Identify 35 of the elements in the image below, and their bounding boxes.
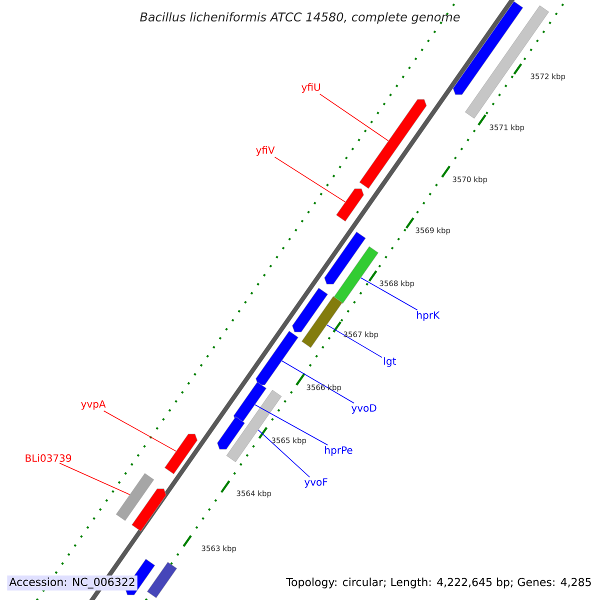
leader-line (282, 360, 354, 404)
title: Bacillus licheniformis ATCC 14580, complete genome (140, 12, 460, 24)
gene-bar (465, 5, 549, 119)
leader-line (360, 277, 418, 310)
gene-block (336, 188, 364, 222)
gene-block (132, 488, 166, 532)
gene-label: hprK (417, 311, 440, 321)
footer-text: Topology: circular; Length: 4,222,645 bp; Genes: 4,285 (286, 578, 591, 588)
gene-block (359, 99, 427, 189)
footer-text: Accession: NC_006322 (7, 576, 138, 590)
leader-line (326, 324, 382, 358)
gene-label: yfiU (302, 83, 320, 93)
gene-block (164, 434, 198, 474)
leader-line (254, 404, 328, 446)
leader-line (258, 430, 310, 478)
gene-block (324, 232, 366, 284)
leader-line (274, 156, 346, 202)
gene-label: yvpA (81, 400, 106, 410)
gene-label: yvoD (352, 404, 376, 414)
leader-line (59, 462, 130, 496)
gene-block (256, 330, 298, 386)
gene-block (217, 416, 245, 450)
gene-bar (302, 296, 342, 348)
gene-label: yvoF (304, 478, 328, 488)
gene-block (292, 288, 328, 332)
leader-line (319, 94, 389, 142)
gene-label: yfiV (256, 146, 275, 156)
gene-block (234, 382, 266, 422)
gene-label: hprPe (325, 446, 352, 456)
gene-bar (116, 473, 154, 521)
gene-label: BLi03739 (26, 454, 72, 462)
gene-label: lgt (384, 357, 396, 367)
gene-bar (334, 246, 378, 304)
gene-bar (146, 562, 178, 598)
leader-line (103, 410, 176, 452)
